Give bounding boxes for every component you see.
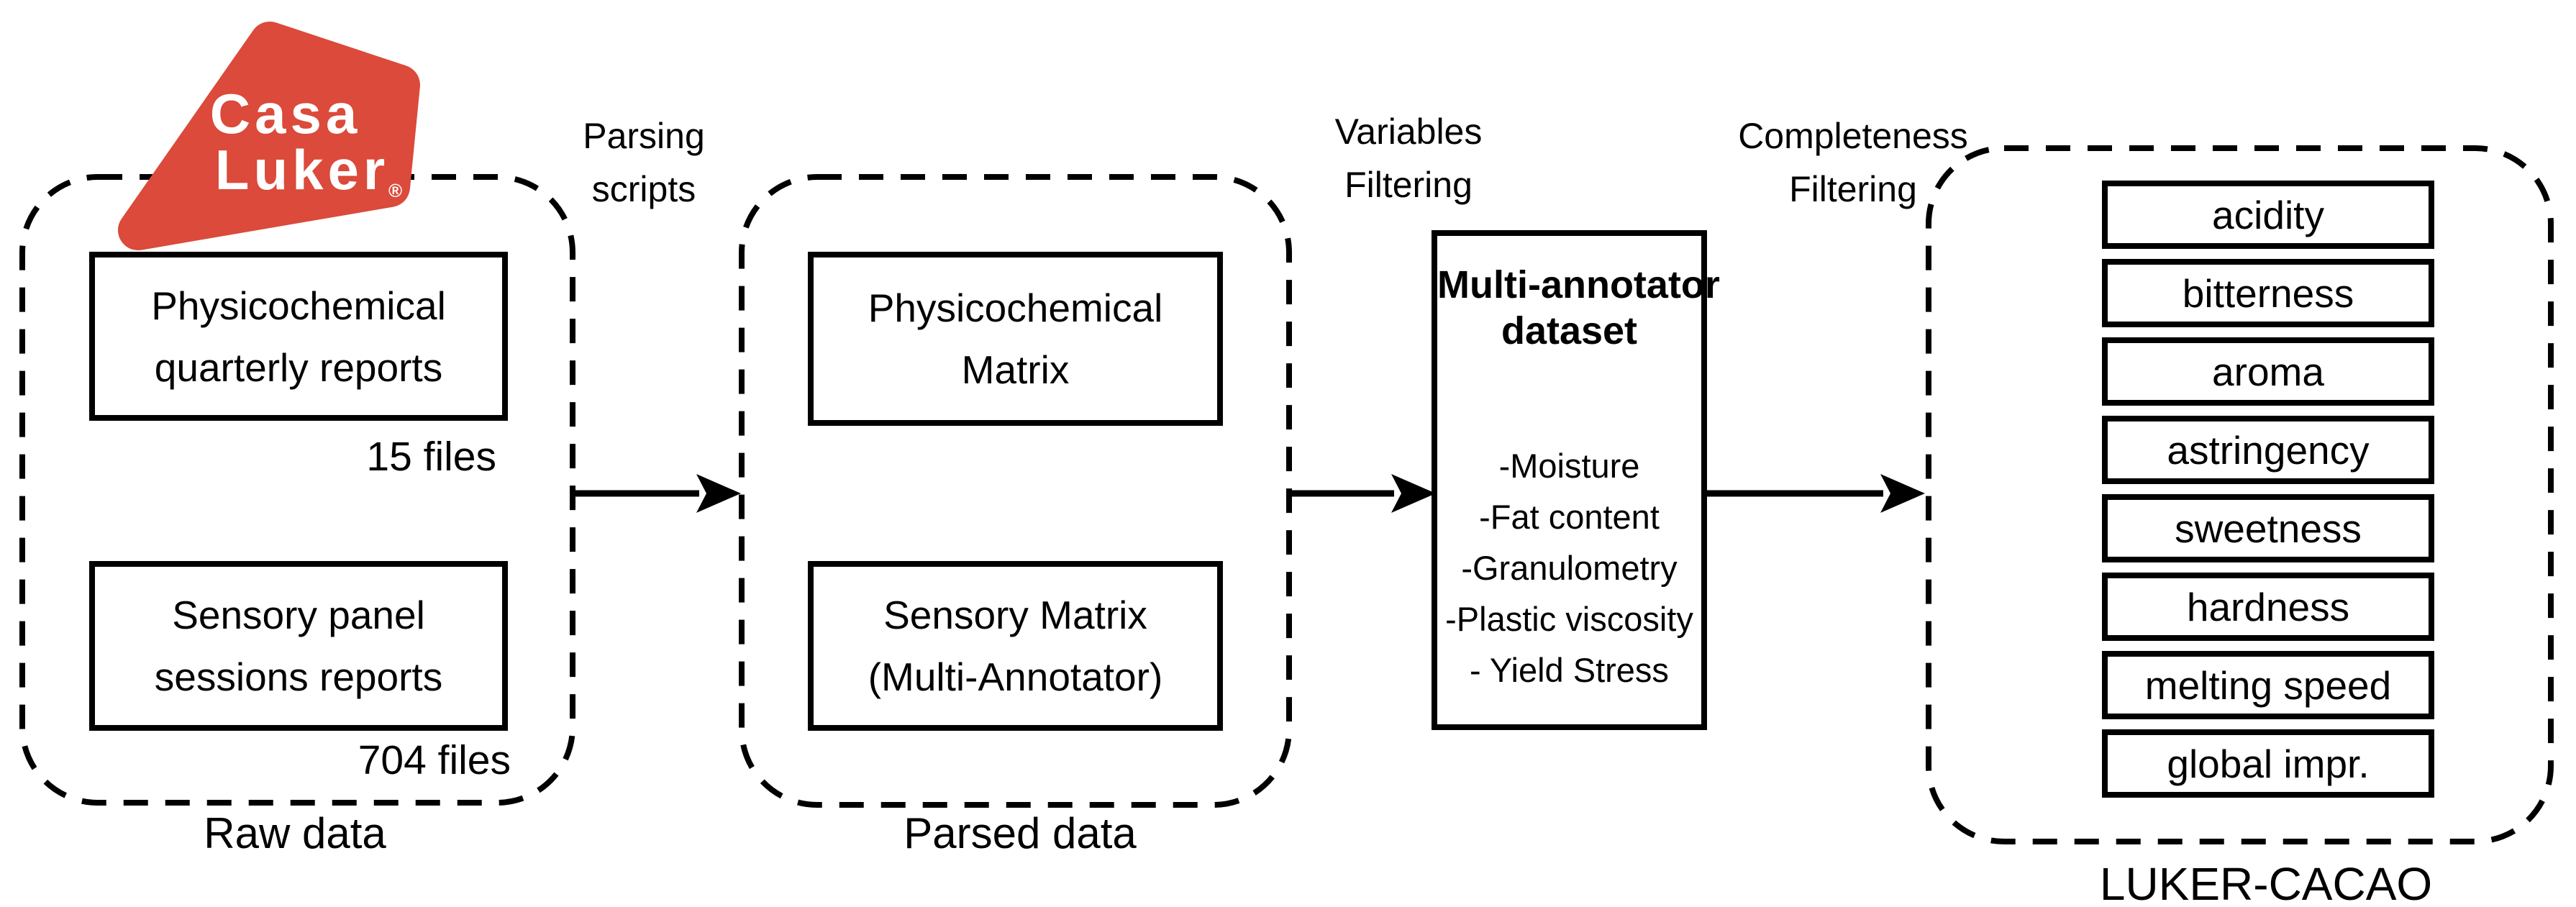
variables-filtering-label: Variables Filtering [1279, 105, 1538, 211]
attribute-box-global-impr: global impr. [2102, 729, 2434, 798]
attribute-box-astringency: astringency [2102, 416, 2434, 484]
arrow-parsing [575, 474, 741, 513]
completeness-filtering-label: Completeness Filtering [1716, 109, 1990, 216]
flow-box-physicochemical-reports: Physicochemical quarterly reports [89, 252, 508, 421]
flow-box-sensory-reports: Sensory panel sessions reports [89, 561, 508, 731]
box-text-line: quarterly reports [154, 345, 443, 390]
arrow-head-icon [1391, 474, 1436, 513]
attribute-box-bitterness: bitterness [2102, 259, 2434, 327]
luker-attribute-stack: acidity bitterness aroma astringency swe… [2102, 181, 2434, 798]
label-line: Filtering [1344, 165, 1473, 205]
box-text-line: Sensory panel [172, 593, 425, 637]
label-line: scripts [591, 169, 696, 209]
dataset-variable: -Fat content [1479, 498, 1660, 536]
attribute-box-sweetness: sweetness [2102, 494, 2434, 562]
file-count-sensory: 704 files [358, 737, 511, 783]
dataset-title: Multi-annotator dataset [1437, 262, 1720, 354]
flow-box-sensory-matrix: Sensory Matrix (Multi-Annotator) [808, 561, 1223, 731]
dataset-variable: -Granulometry [1461, 549, 1678, 587]
arrow-variables-filtering [1292, 474, 1436, 513]
box-text-line: Matrix [961, 347, 1070, 392]
parsing-scripts-label: Parsing scripts [529, 109, 759, 216]
box-text-line: Physicochemical [868, 286, 1163, 330]
label-line: Variables [1334, 111, 1483, 152]
dataset-variable: -Moisture [1498, 447, 1640, 485]
dataset-variable-list: -Moisture -Fat content -Granulometry -Pl… [1437, 440, 1701, 696]
box-text-line: sessions reports [154, 655, 443, 699]
label-line: Filtering [1789, 169, 1917, 209]
attribute-box-aroma: aroma [2102, 337, 2434, 406]
attribute-box-melting-speed: melting speed [2102, 651, 2434, 719]
luker-cacao-caption: LUKER-CACAO [2099, 858, 2433, 907]
flow-box-multi-annotator-dataset: Multi-annotator dataset -Moisture -Fat c… [1432, 230, 1720, 730]
arrow-head-icon [696, 474, 741, 513]
box-text-line: (Multi-Annotator) [868, 655, 1163, 699]
box-text-line: Physicochemical [151, 283, 446, 328]
box-text-line: Sensory Matrix [883, 593, 1147, 637]
casaluker-logo-line1: Casa [209, 82, 362, 145]
arrow-head-icon [1880, 474, 1925, 513]
dataset-variable: -Plastic viscosity [1445, 600, 1693, 638]
casaluker-logo-line2: Luker [214, 138, 390, 201]
registered-trademark-icon: ® [388, 180, 403, 201]
file-count-physicochemical: 15 files [366, 434, 496, 480]
dataset-title-line: dataset [1501, 309, 1638, 352]
dataset-title-line: Multi-annotator [1437, 263, 1720, 306]
attribute-box-acidity: acidity [2102, 181, 2434, 249]
label-line: Completeness [1738, 116, 1968, 156]
arrow-completeness-filtering [1706, 474, 1925, 513]
raw-data-caption: Raw data [204, 809, 386, 857]
dataset-variable: - Yield Stress [1470, 651, 1669, 689]
label-line: Parsing [583, 116, 705, 156]
attribute-box-hardness: hardness [2102, 573, 2434, 641]
parsed-data-caption: Parsed data [904, 809, 1137, 857]
flow-box-physicochemical-matrix: Physicochemical Matrix [808, 252, 1223, 426]
